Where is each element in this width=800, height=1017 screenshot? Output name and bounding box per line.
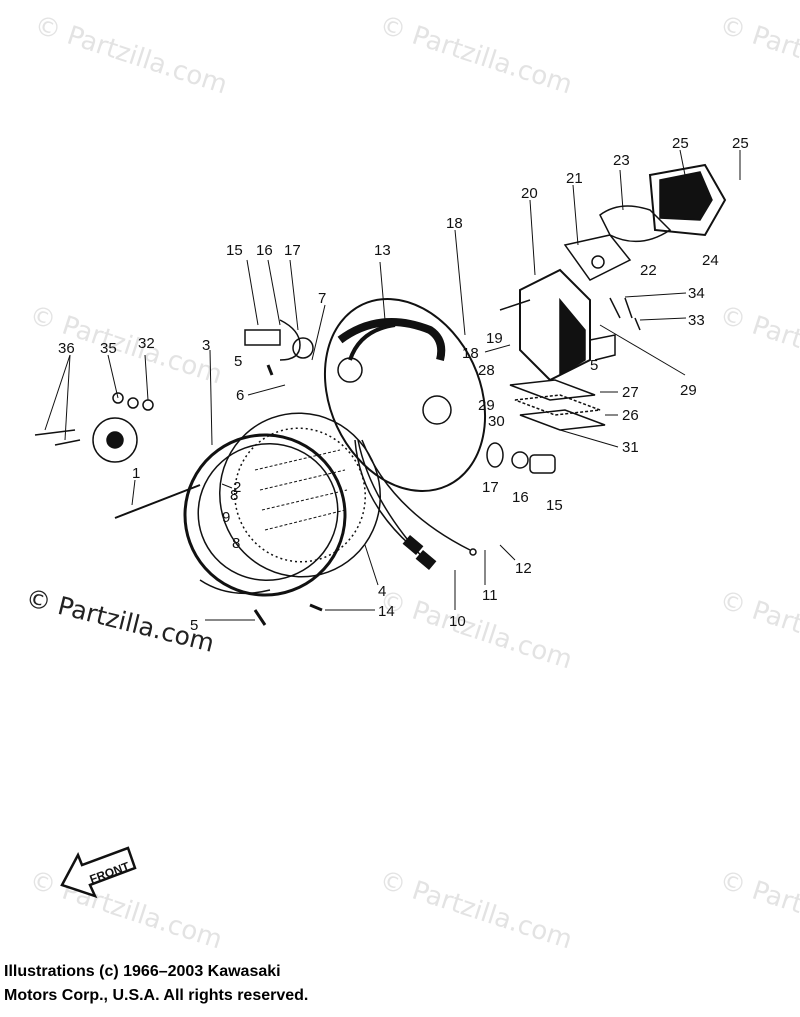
part-label: 19 [486, 330, 503, 347]
wiring-harness [354, 439, 477, 571]
part-label: 18 [462, 345, 479, 362]
copyright-line-1: Illustrations (c) 1966–2003 Kawasaki [4, 963, 281, 980]
part-label: 5 [190, 617, 198, 634]
part-label: 17 [284, 242, 301, 259]
part-number-labels: 36 35 32 3 1 15 16 17 7 5 6 2 8 9 8 4 5 … [58, 135, 749, 634]
part-label: 5 [590, 357, 598, 374]
part-label: 8 [232, 535, 240, 552]
part-label: 12 [515, 560, 532, 577]
part-label: 17 [482, 479, 499, 496]
copyright-notice: Illustrations (c) 1966–2003 Kawasaki Mot… [4, 960, 308, 1008]
copyright-line-2: Motors Corp., U.S.A. All rights reserved… [4, 987, 309, 1004]
part-label: 16 [512, 489, 529, 506]
part-label: 35 [100, 340, 117, 357]
part-label: 22 [640, 262, 657, 279]
part-label: 15 [546, 497, 563, 514]
part-label: 32 [138, 335, 155, 352]
part-label: 30 [488, 413, 505, 430]
part-label: 9 [222, 509, 230, 526]
part-label: 29 [478, 397, 495, 414]
part-label: 5 [234, 353, 242, 370]
part-label: 23 [613, 152, 630, 169]
part-label: 21 [566, 170, 583, 187]
part-label: 14 [378, 603, 395, 620]
long-screw-part [114, 484, 201, 519]
socket-plate-part [563, 234, 632, 281]
part-label: 27 [622, 384, 639, 401]
part-label: 13 [374, 242, 391, 259]
parking-lamp-right [486, 442, 556, 474]
part-label: 16 [256, 242, 273, 259]
part-label: 33 [688, 312, 705, 329]
part-label: 3 [202, 337, 210, 354]
part-label: 20 [521, 185, 538, 202]
part-label: 7 [318, 290, 326, 307]
part-label: 25 [672, 135, 689, 152]
headlight-rim-part [183, 433, 347, 597]
part-label: 29 [680, 382, 697, 399]
part-label: 26 [622, 407, 639, 424]
headlight-shell-part [323, 297, 487, 493]
lamp-plates-part [509, 379, 606, 431]
screw-part [309, 603, 323, 612]
leader-lines [44, 149, 741, 621]
bolts-part [609, 297, 641, 331]
screw-part [266, 364, 274, 376]
part-label: 34 [688, 285, 705, 302]
part-label: 31 [622, 439, 639, 456]
front-arrow: FRONT [60, 846, 137, 899]
part-label: 18 [446, 215, 463, 232]
part-label: 2 [233, 479, 241, 496]
part-label: 15 [226, 242, 243, 259]
part-label: 6 [236, 387, 244, 404]
part-label: 10 [449, 613, 466, 630]
part-label: 28 [478, 362, 495, 379]
screw-part [253, 609, 267, 626]
part-label: 11 [482, 587, 498, 604]
parking-lamp-left [244, 319, 314, 361]
part-label: 1 [132, 465, 140, 482]
part-label: 25 [732, 135, 749, 152]
meter-bracket-part [499, 268, 616, 382]
part-label: 4 [378, 583, 386, 600]
indicator-lamp-part [599, 163, 727, 243]
part-label: 36 [58, 340, 75, 357]
part-label: 8 [230, 487, 238, 504]
connector-plate-part [34, 392, 154, 463]
part-label: 24 [702, 252, 719, 269]
